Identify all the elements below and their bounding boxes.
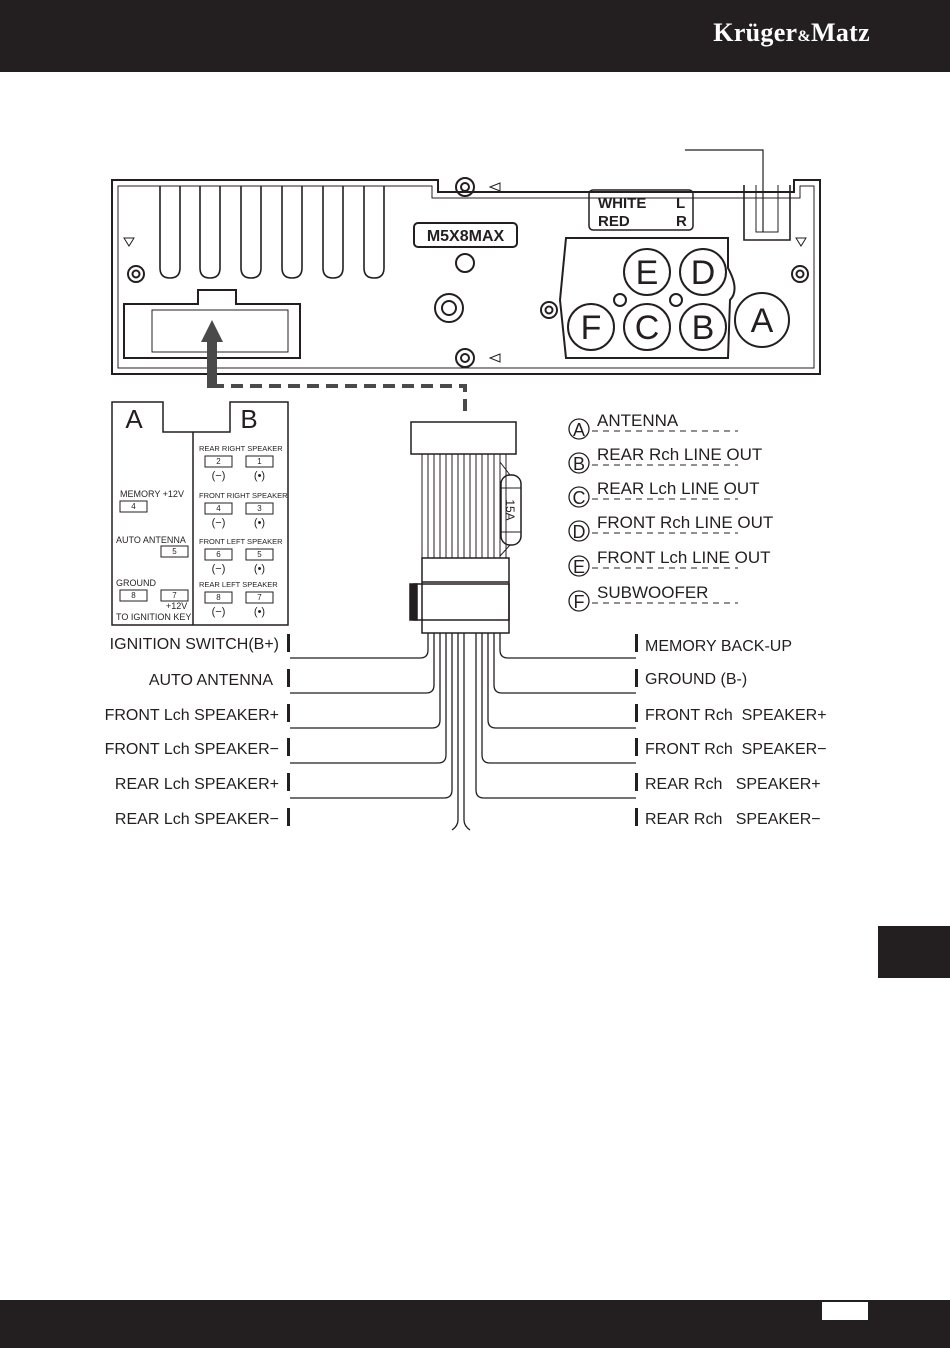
pos-symbol: (•)	[254, 606, 265, 618]
b-group-title: REAR LEFT SPEAKER	[199, 580, 278, 589]
legend-text: FRONT Rch LINE OUT	[597, 513, 773, 532]
rca-legend: A ANTENNA B REAR Rch LINE OUT C REAR Lch LINE…	[568, 411, 773, 612]
pin-box-neg	[204, 548, 233, 561]
legend-circle	[568, 418, 590, 440]
iso-plus12v-label: +12V	[166, 601, 187, 611]
model-label: M5X8MAX	[427, 228, 505, 245]
pin-ignition: 7	[172, 591, 177, 600]
iso-auto-antenna-label: AUTO ANTENNA	[116, 535, 186, 545]
legend-letter: B	[573, 454, 585, 474]
wire-left-2: AUTO ANTENNA	[149, 672, 274, 689]
wire-left-1: IGNITION SWITCH(B+)	[110, 636, 279, 653]
legend-letter: E	[573, 557, 585, 577]
header-bar: Krüger&Matz	[0, 0, 950, 72]
neg-symbol: (−)	[212, 606, 226, 618]
iso-socket	[123, 289, 301, 359]
neg-symbol: (−)	[212, 563, 226, 575]
pin-pos: 3	[257, 504, 262, 513]
iso-memory-label: MEMORY +12V	[120, 489, 184, 499]
wire-left-3: FRONT Lch SPEAKER+	[105, 707, 279, 724]
b-group-title: REAR RIGHT SPEAKER	[199, 444, 283, 453]
head-unit-rear	[111, 149, 821, 375]
iso-pinout	[111, 401, 289, 626]
wire-right-6: REAR Rch SPEAKER−	[645, 811, 821, 828]
legend-circle	[568, 486, 590, 508]
wire-right-1: MEMORY BACK-UP	[645, 638, 792, 655]
pin-ground: 8	[131, 591, 136, 600]
pin-box-neg	[204, 591, 233, 604]
jack-e-label: E	[636, 254, 659, 292]
connection-arrow-shaft	[207, 340, 217, 388]
wire-left-4: FRONT Lch SPEAKER−	[105, 741, 279, 758]
rca-white-label: WHITE	[598, 195, 646, 212]
legend-circle	[568, 590, 590, 612]
pin-box-pos	[245, 455, 274, 468]
wire-right-3: FRONT Rch SPEAKER+	[645, 707, 827, 724]
wire-right-2: GROUND (B-)	[645, 671, 747, 688]
legend-text: ANTENNA	[597, 411, 679, 430]
legend-text: REAR Lch LINE OUT	[597, 479, 760, 498]
legend-text: REAR Rch LINE OUT	[597, 445, 762, 464]
heatsink-fins	[159, 186, 385, 279]
pin-pos: 7	[257, 593, 262, 602]
iso-ground-label: GROUND	[116, 578, 156, 588]
pin-box-pos	[245, 548, 274, 561]
iso-b-groups: REAR RIGHT SPEAKER 2 1 (−) (•) FRONT RIGHT SP…	[199, 444, 288, 618]
pin-pos: 1	[257, 457, 262, 466]
b-group-title: FRONT LEFT SPEAKER	[199, 537, 283, 546]
jack-d-label: D	[691, 254, 716, 292]
pin-memory: 4	[131, 502, 136, 511]
pin-box-neg	[204, 455, 233, 468]
pin-neg: 2	[216, 457, 221, 466]
jack-b-label: B	[692, 309, 715, 347]
legend-letter: C	[573, 488, 586, 508]
pin-box-pos	[245, 502, 274, 515]
legend-circle	[568, 555, 590, 577]
page-number-box	[822, 1302, 868, 1320]
pos-symbol: (•)	[254, 563, 265, 575]
legend-letter: D	[573, 522, 586, 542]
wire-left-6: REAR Lch SPEAKER−	[115, 811, 279, 828]
pin-pos: 5	[257, 550, 262, 559]
wire-right-4: FRONT Rch SPEAKER−	[645, 741, 827, 758]
rca-white-side: L	[676, 195, 685, 212]
wire-left-5: REAR Lch SPEAKER+	[115, 776, 279, 793]
section-tab	[878, 926, 950, 978]
iso-a-label: A	[125, 404, 143, 434]
legend-letter: F	[574, 592, 585, 612]
pos-symbol: (•)	[254, 470, 265, 482]
neg-symbol: (−)	[212, 517, 226, 529]
legend-circle	[568, 520, 590, 542]
footer-bar	[0, 1300, 950, 1348]
pin-neg: 8	[216, 593, 221, 602]
wires	[290, 633, 636, 831]
pos-symbol: (•)	[254, 517, 265, 529]
pin-box-neg	[204, 502, 233, 515]
rca-red-label: RED	[598, 213, 630, 230]
b-group-title: FRONT RIGHT SPEAKER	[199, 491, 288, 500]
wiring-harness	[409, 421, 522, 634]
connection-arrow-head	[201, 320, 223, 342]
pin-neg: 6	[216, 550, 221, 559]
legend-letter: A	[573, 420, 585, 440]
fuse-label: 15A	[503, 499, 517, 520]
pin-auto-antenna: 5	[172, 547, 177, 556]
legend-circle	[568, 452, 590, 474]
legend-text: FRONT Lch LINE OUT	[597, 548, 771, 567]
rca-red-side: R	[676, 213, 687, 230]
jack-f-label: F	[581, 309, 602, 347]
wire-right-5: REAR Rch SPEAKER+	[645, 776, 821, 793]
pin-box-pos	[245, 591, 274, 604]
brand-logo: Krüger&Matz	[713, 18, 870, 47]
jack-a-label: A	[751, 302, 774, 340]
neg-symbol: (−)	[212, 470, 226, 482]
iso-b-label: B	[240, 404, 257, 434]
pin-neg: 4	[216, 504, 221, 513]
iso-ignition-key-label: TO IGNITION KEY	[116, 612, 191, 622]
legend-text: SUBWOOFER	[597, 583, 708, 602]
jack-c-label: C	[635, 309, 660, 347]
